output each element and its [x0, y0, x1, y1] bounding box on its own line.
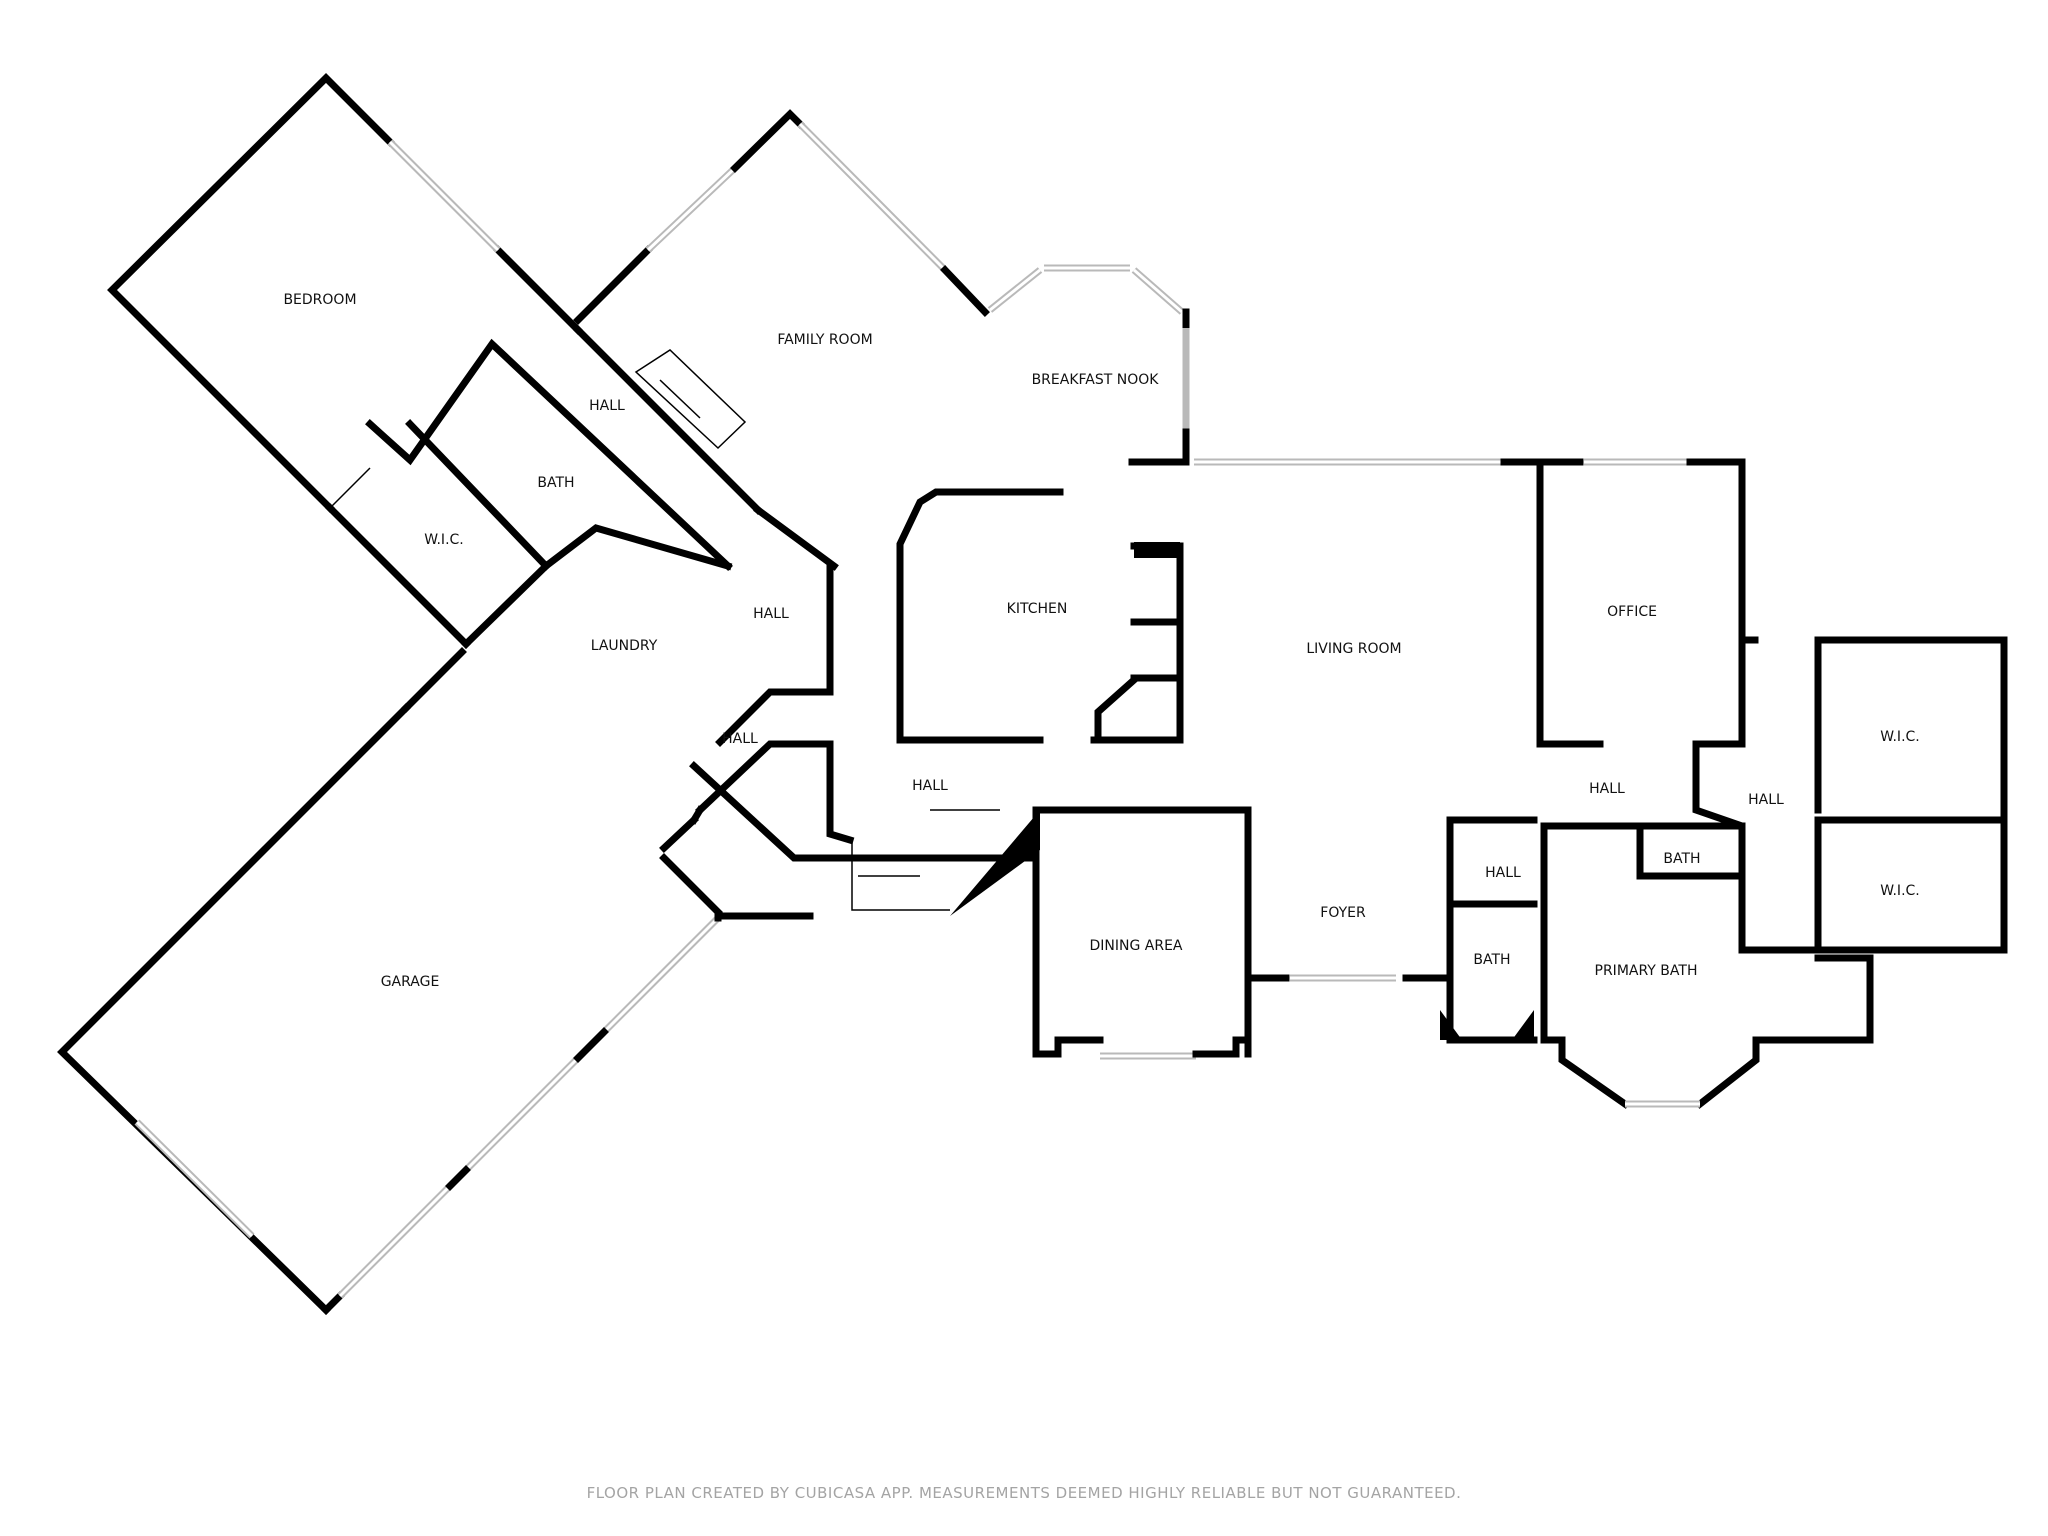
hall-laundry-walls: [659, 562, 1040, 862]
fireplace: [634, 349, 747, 450]
label-living-room: LIVING ROOM: [1306, 641, 1401, 657]
label-kitchen: KITCHEN: [1007, 601, 1068, 617]
label-laundry: LAUNDRY: [591, 638, 658, 654]
label-hall-lower: HALL: [722, 731, 758, 747]
label-wic-left: W.I.C.: [424, 532, 464, 548]
label-bedroom: BEDROOM: [283, 292, 356, 308]
footer-disclaimer: FLOOR PLAN CREATED BY CUBICASA APP. MEAS…: [586, 1484, 1462, 1502]
bedroom-wing-walls: [107, 73, 839, 649]
label-office: OFFICE: [1607, 604, 1657, 620]
label-hall-east: HALL: [1748, 792, 1784, 808]
label-wic-top-right: W.I.C.: [1880, 729, 1920, 745]
label-bath-left: BATH: [537, 475, 574, 491]
label-hall-small: HALL: [1485, 865, 1521, 881]
label-primary-bath: PRIMARY BATH: [1595, 963, 1698, 979]
label-hall-center: HALL: [912, 778, 948, 794]
label-foyer: FOYER: [1320, 905, 1366, 921]
label-breakfast-nook: BREAKFAST NOOK: [1032, 372, 1160, 388]
label-family-room: FAMILY ROOM: [777, 332, 872, 348]
label-hall-upper: HALL: [589, 398, 625, 414]
label-dining-area: DINING AREA: [1089, 938, 1182, 954]
label-wic-bottom-right: W.I.C.: [1880, 883, 1920, 899]
foyer-dining-walls: [851, 806, 1396, 1060]
kitchen-walls: [896, 488, 1184, 744]
label-hall-right: HALL: [1589, 781, 1625, 797]
family-room-walls: [573, 109, 1190, 466]
label-bath-small: BATH: [1663, 851, 1700, 867]
garage-walls: [57, 647, 814, 1315]
label-hall-mid: HALL: [753, 606, 789, 622]
label-garage: GARAGE: [381, 974, 440, 990]
room-labels: BEDROOM FAMILY ROOM BREAKFAST NOOK HALL …: [283, 292, 1919, 990]
living-room-walls: [1128, 458, 1759, 748]
label-bath-lower: BATH: [1473, 952, 1510, 968]
right-wing-walls: [1402, 636, 2008, 1109]
